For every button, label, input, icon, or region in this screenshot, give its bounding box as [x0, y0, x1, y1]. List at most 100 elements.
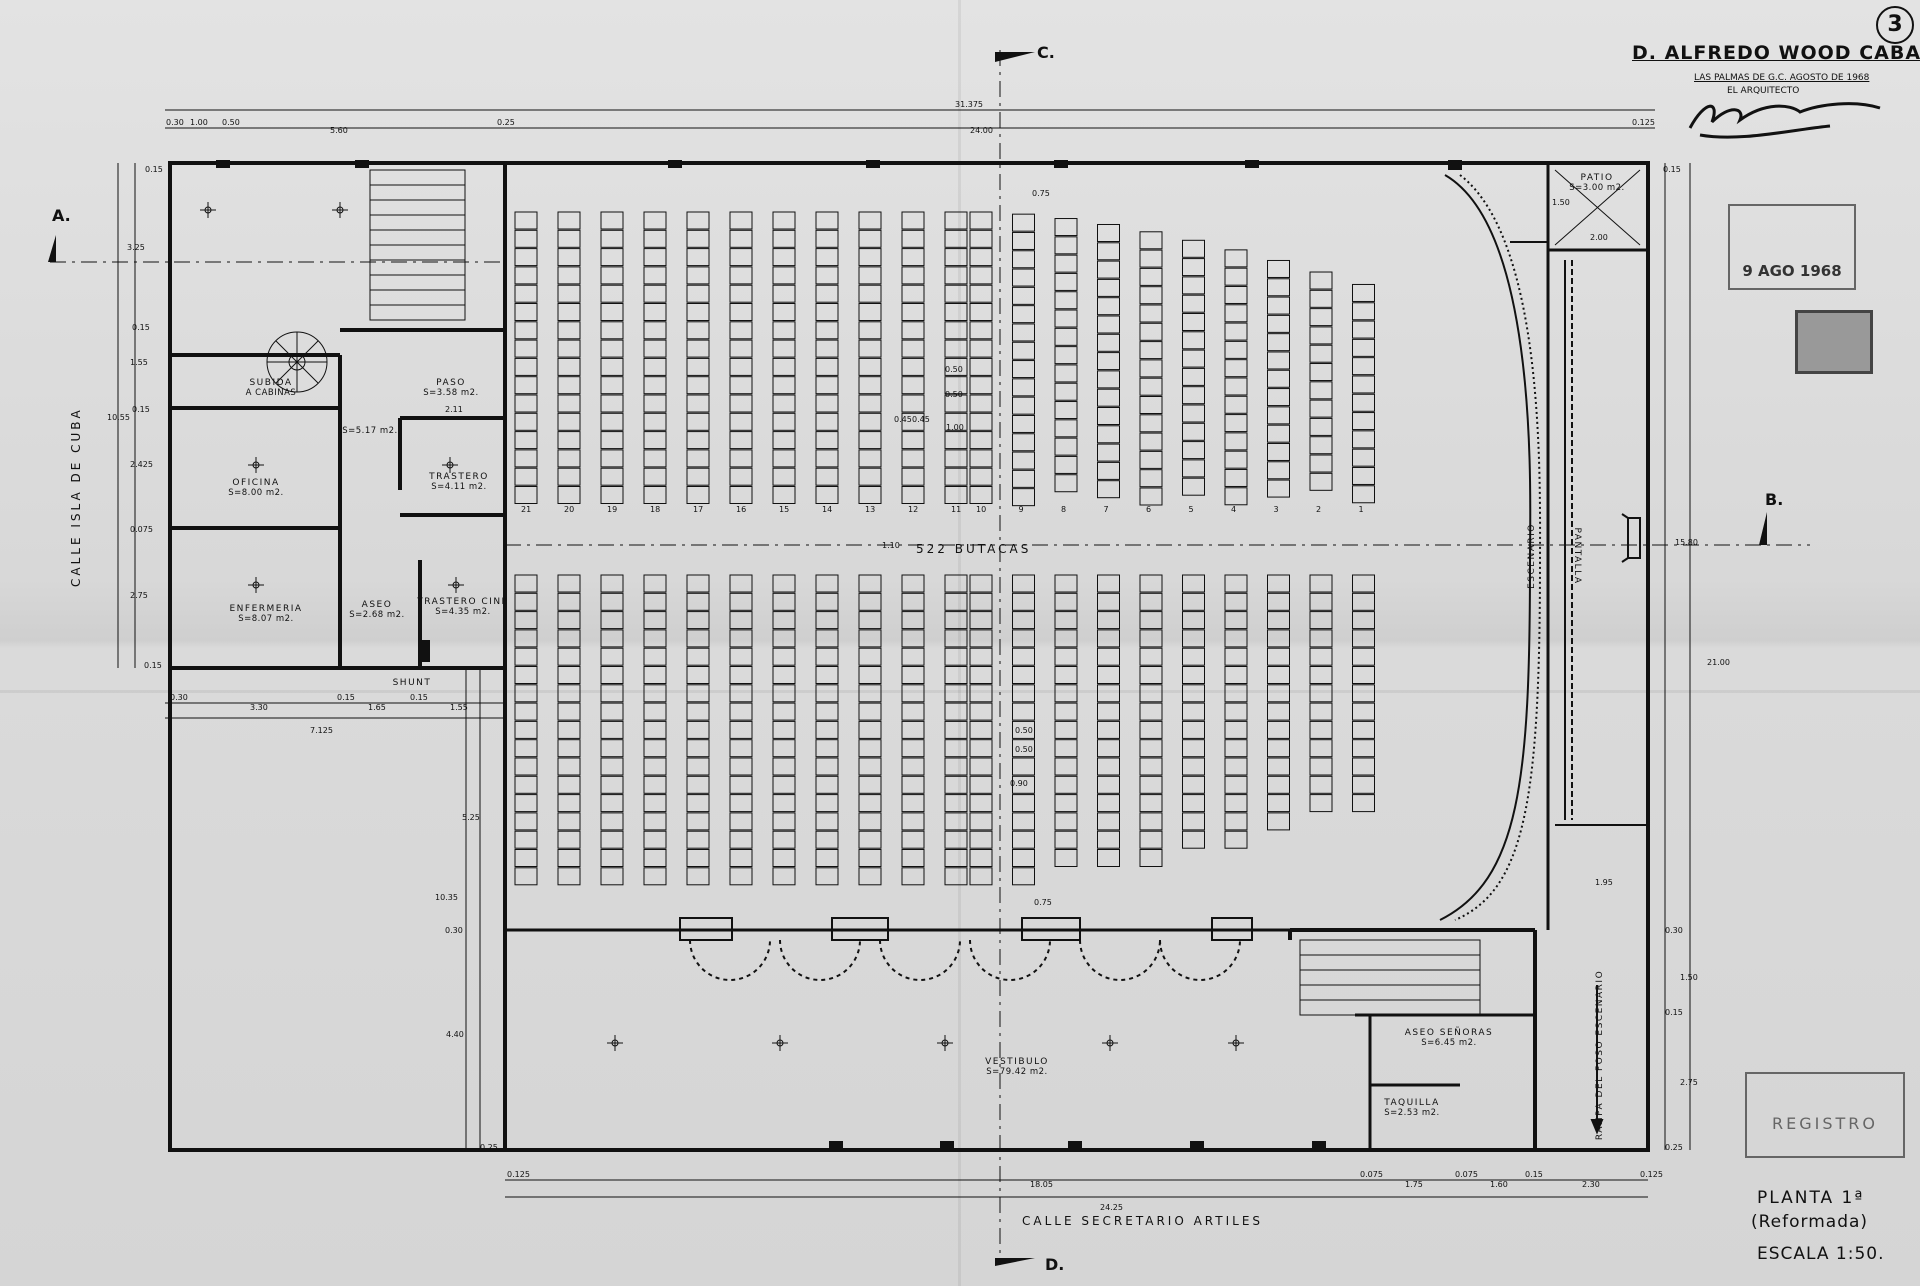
seat — [944, 684, 968, 703]
seat — [772, 467, 796, 486]
seat — [858, 211, 882, 230]
architect-label: EL ARQUITECTO — [1727, 86, 1800, 96]
seat — [858, 684, 882, 703]
seat — [815, 449, 839, 468]
pilaster — [355, 160, 369, 168]
dimension-label: 2.00 — [1590, 233, 1608, 242]
seat — [1182, 386, 1205, 405]
seat — [1182, 422, 1205, 441]
seat — [944, 757, 968, 776]
seat — [557, 830, 581, 849]
seat — [901, 592, 925, 611]
seat — [1012, 757, 1035, 776]
seat — [1182, 477, 1205, 496]
seat — [1139, 757, 1163, 776]
seat — [772, 303, 796, 321]
seat — [1182, 794, 1205, 813]
stage — [1439, 174, 1641, 921]
seat — [901, 376, 925, 395]
seat — [1309, 666, 1333, 684]
seat — [1182, 812, 1205, 831]
pilaster — [1245, 160, 1259, 168]
room-enfermeria: ENFERMERIA S=8.07 m2. — [229, 604, 303, 624]
seat — [1097, 333, 1120, 352]
dimension-label: 0.15 — [1665, 1008, 1683, 1017]
seat — [686, 720, 710, 739]
seat — [1139, 794, 1163, 813]
seat — [901, 467, 925, 486]
seat — [772, 794, 796, 813]
seat — [729, 467, 753, 486]
seat — [772, 867, 796, 886]
seat — [815, 211, 839, 230]
seat — [1267, 574, 1290, 593]
dimension-label: 1.10 — [882, 541, 900, 550]
seat — [1139, 739, 1163, 758]
seat — [772, 684, 796, 703]
seat — [514, 775, 538, 794]
seat — [1267, 702, 1290, 721]
seat — [1012, 720, 1035, 739]
seat — [901, 611, 925, 630]
dimension-label: 1.65 — [368, 703, 386, 712]
row-number: 8 — [1061, 505, 1067, 514]
seat — [1054, 574, 1078, 593]
seat — [1224, 775, 1248, 794]
seat — [514, 284, 538, 303]
seat — [1224, 812, 1248, 831]
seat — [1267, 333, 1290, 352]
seat — [1224, 450, 1248, 469]
seat — [1352, 485, 1375, 504]
door-swing — [1079, 939, 1161, 981]
seat — [858, 357, 882, 376]
seat — [858, 229, 882, 248]
stair-flight-lobby — [1299, 939, 1481, 1016]
seat — [686, 357, 710, 376]
seat — [1012, 629, 1035, 648]
row-number: 17 — [693, 505, 704, 514]
seat — [1097, 352, 1120, 371]
seat — [729, 394, 753, 413]
section-c-flag — [995, 52, 1035, 62]
seat — [1309, 592, 1333, 611]
door-pier — [1211, 917, 1253, 941]
seat — [1054, 684, 1078, 703]
room-escenario: ESCENARIO — [1527, 523, 1537, 589]
seat — [1309, 757, 1333, 776]
seat — [686, 321, 710, 340]
seat — [1139, 487, 1163, 506]
room-aseo-senoras: ASEO SEÑORAS S=6.45 m2. — [1404, 1028, 1494, 1048]
seat — [643, 248, 667, 267]
room-paso: PASO S=3.58 m2. — [423, 378, 479, 398]
seat — [1182, 441, 1205, 460]
seat — [1352, 412, 1375, 431]
seat — [815, 303, 839, 321]
seat — [729, 284, 753, 303]
seat — [686, 629, 710, 648]
seat — [600, 757, 624, 776]
seat — [643, 412, 667, 431]
seat — [944, 647, 968, 666]
seat — [1182, 312, 1205, 331]
dimension-label: 0.075 — [130, 525, 153, 534]
seat — [514, 467, 538, 486]
dimension-label: 0.30 — [170, 693, 188, 702]
section-lines — [50, 50, 1810, 1265]
seat — [1139, 377, 1163, 396]
seat — [514, 684, 538, 703]
seat — [1182, 684, 1205, 703]
seat — [772, 739, 796, 758]
seat — [815, 467, 839, 486]
seat — [858, 431, 882, 450]
seat — [944, 812, 968, 831]
dimension-label: 0.15 — [132, 323, 150, 332]
dimension-label: 2.425 — [130, 460, 153, 469]
seat — [1012, 647, 1035, 666]
seat — [1139, 611, 1163, 630]
seat — [1182, 276, 1205, 295]
seat — [600, 339, 624, 358]
seat — [729, 794, 753, 813]
seat-count: 522 BUTACAS — [916, 542, 1032, 556]
seat — [969, 684, 993, 703]
seat — [901, 775, 925, 794]
